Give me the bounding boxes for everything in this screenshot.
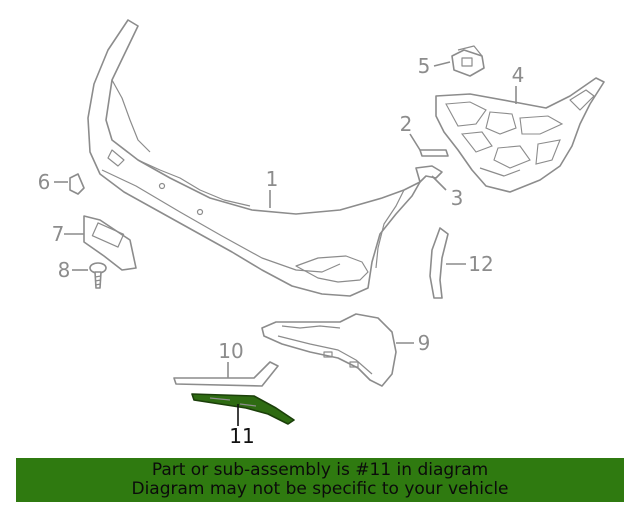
lower-trim-part-9[interactable] <box>261 313 397 387</box>
banner-line-disclaimer: Diagram may not be specific to your vehi… <box>131 479 509 499</box>
callout-10[interactable]: 10 <box>218 339 243 363</box>
info-banner: Part or sub-assembly is #11 in diagram D… <box>16 458 624 502</box>
callout-5[interactable]: 5 <box>418 54 431 78</box>
callout-4[interactable]: 4 <box>512 63 525 87</box>
clip-part-3[interactable] <box>415 165 443 183</box>
retainer-part-5[interactable] <box>451 45 485 77</box>
bracket-part-2[interactable] <box>419 149 449 157</box>
highlighted-part-11[interactable] <box>191 393 295 425</box>
callout-11[interactable]: 11 <box>229 424 254 448</box>
cap-part-6[interactable] <box>69 173 85 195</box>
callout-6[interactable]: 6 <box>38 170 51 194</box>
leader-line-3 <box>431 175 447 191</box>
callout-9[interactable]: 9 <box>418 331 431 355</box>
side-strip-part-12[interactable] <box>429 227 449 299</box>
callout-2[interactable]: 2 <box>400 112 413 136</box>
trim-strip-part-10[interactable] <box>173 361 279 387</box>
leader-line-5 <box>433 61 451 67</box>
screw-part-8[interactable] <box>89 262 107 289</box>
parts-diagram: 1 2 3 4 5 6 7 8 9 10 11 12 <box>38 19 605 448</box>
callout-1[interactable]: 1 <box>266 167 279 191</box>
bumper-cover-part[interactable] <box>87 19 421 297</box>
callout-7[interactable]: 7 <box>52 222 65 246</box>
plate-bracket-part-7[interactable] <box>83 215 137 271</box>
leader-line-2 <box>409 133 421 151</box>
callout-12[interactable]: 12 <box>468 252 493 276</box>
callout-3[interactable]: 3 <box>451 186 464 210</box>
banner-line-part-number: Part or sub-assembly is #11 in diagram <box>151 460 489 480</box>
callout-8[interactable]: 8 <box>58 258 71 282</box>
mounting-carrier-part-4[interactable] <box>435 77 605 193</box>
